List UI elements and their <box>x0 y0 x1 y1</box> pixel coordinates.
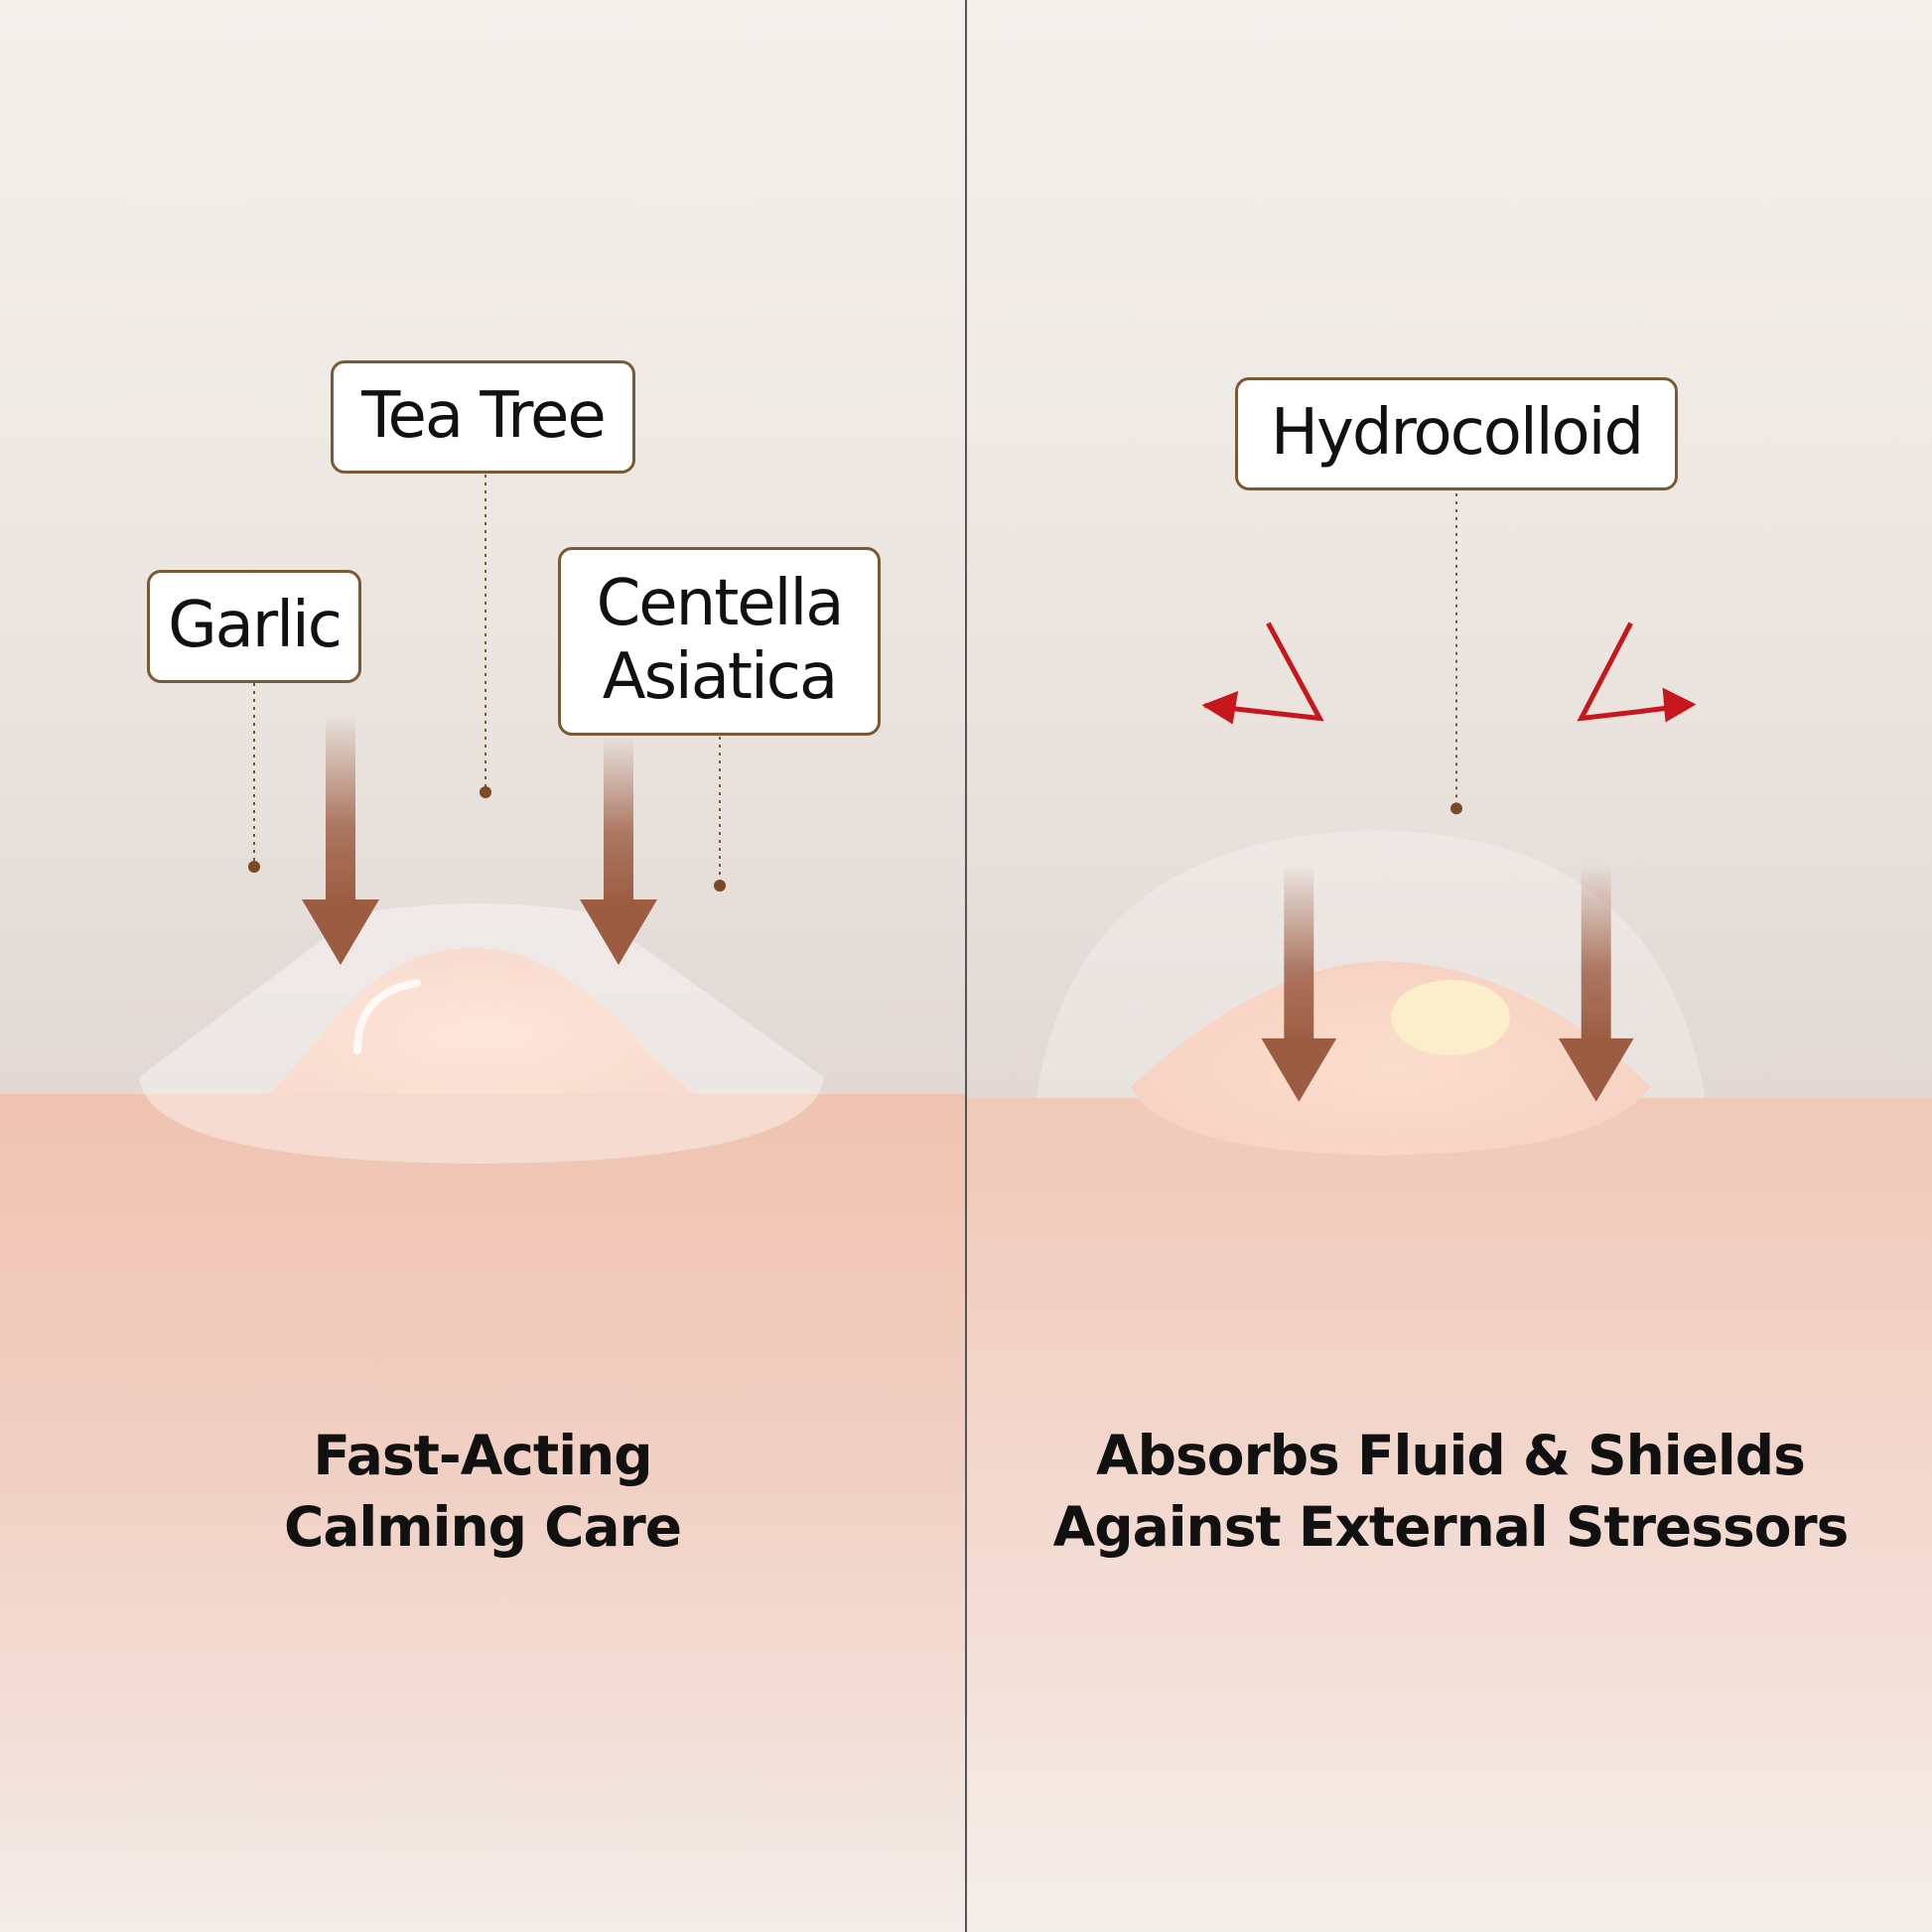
right-caption-line2: Against External Stressors <box>1052 1495 1850 1559</box>
tea-tree-leader-dot <box>480 786 491 798</box>
pus-core <box>1391 979 1510 1055</box>
right-panel-illustration <box>967 1 1932 1931</box>
absorb-arrow-head-left <box>1261 1037 1337 1102</box>
patch-overlay <box>139 903 824 1164</box>
right-caption-line1: Absorbs Fluid & Shields <box>1096 1424 1806 1487</box>
penetration-arrow-head-left <box>302 899 379 965</box>
garlic-label: Garlic <box>147 570 361 683</box>
sky-area <box>967 1 1932 1098</box>
penetration-arrow-head-right <box>580 899 657 965</box>
hydrocolloid-label: Hydrocolloid <box>1235 377 1678 490</box>
centella-label-line1: Centella <box>596 567 845 641</box>
stressor-deflect-arrow-right <box>1577 621 1697 723</box>
left-caption-line2: Calming Care <box>283 1495 682 1559</box>
tea-tree-label-text: Tea Tree <box>361 379 606 454</box>
skin-area <box>967 1097 1932 1931</box>
garlic-label-text: Garlic <box>168 589 343 663</box>
centella-asiatica-label: Centella Asiatica <box>558 547 881 736</box>
right-caption: Absorbs Fluid & Shields Against External… <box>967 1420 1932 1563</box>
penetration-arrow-shaft-left <box>326 715 355 903</box>
hydrocolloid-label-text: Hydrocolloid <box>1270 396 1644 471</box>
absorb-arrow-shaft-left <box>1284 864 1314 1042</box>
left-panel-illustration <box>0 0 965 1932</box>
pimple-bump <box>1130 961 1651 1156</box>
absorb-arrow-head-right <box>1558 1037 1634 1102</box>
skin-area <box>0 1094 965 1932</box>
absorb-arrow-shaft-right <box>1581 864 1611 1042</box>
pimple-bump <box>268 947 695 1094</box>
left-panel: Tea Tree Garlic Centella Asiatica Fast-A… <box>0 0 965 1932</box>
pimple-highlight <box>353 979 421 1054</box>
stressor-deflect-arrow-left <box>1201 621 1324 725</box>
garlic-leader-dot <box>248 861 260 873</box>
centella-label-line2: Asiatica <box>602 640 838 714</box>
patch-overlay <box>1130 961 1651 1156</box>
left-caption-line1: Fast-Acting <box>313 1424 652 1487</box>
right-panel: Hydrocolloid Absorbs Fluid & Shields Aga… <box>965 0 1932 1932</box>
centella-leader-dot <box>714 880 726 892</box>
tea-tree-label: Tea Tree <box>331 360 635 474</box>
left-caption: Fast-Acting Calming Care <box>0 1420 965 1563</box>
hydrocolloid-leader-dot <box>1449 802 1462 815</box>
penetration-arrow-shaft-right <box>604 735 633 903</box>
